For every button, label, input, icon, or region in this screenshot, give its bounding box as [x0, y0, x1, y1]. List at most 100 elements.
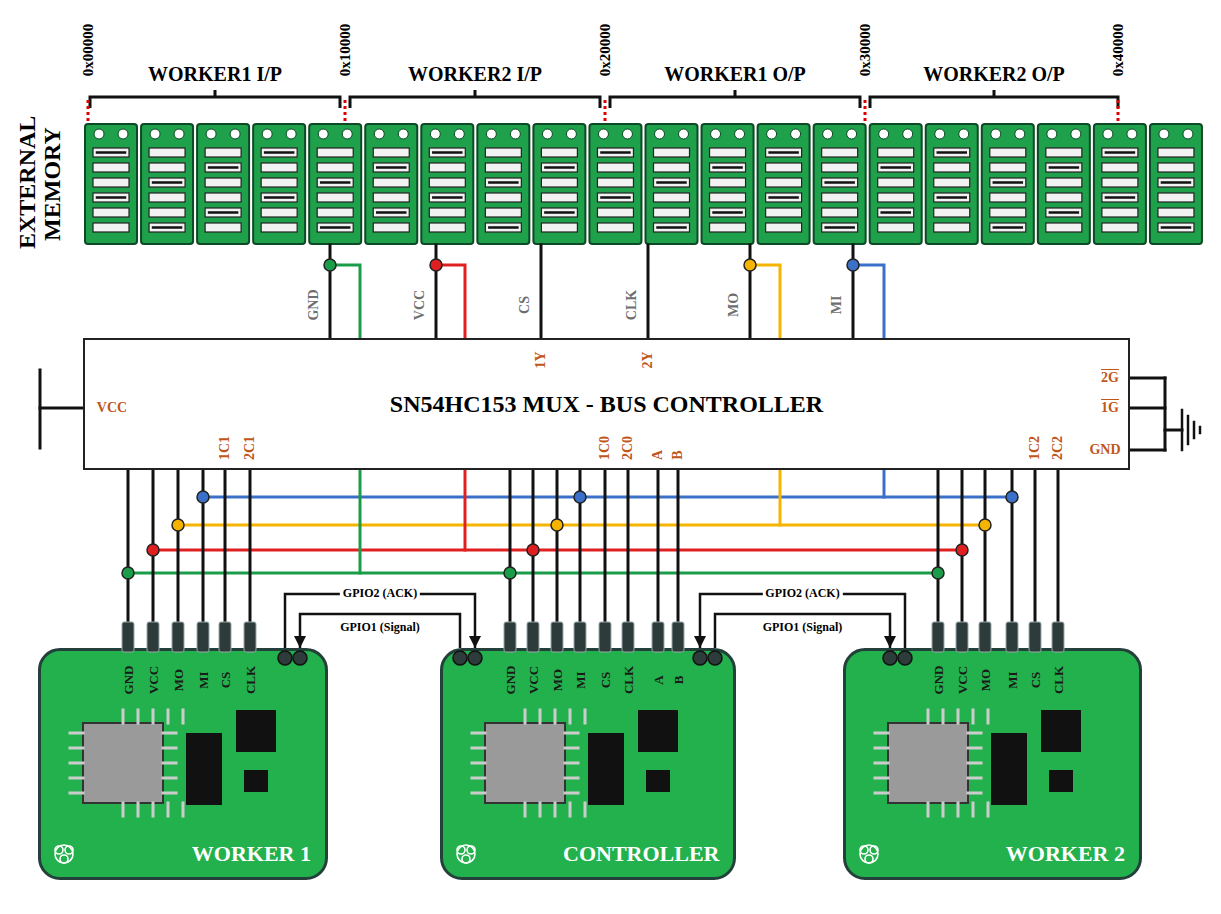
chip-slot [1046, 208, 1082, 217]
pin-header [622, 622, 634, 652]
pin-header [1006, 622, 1018, 652]
pin-name: CS [1029, 672, 1042, 689]
chip-pin [524, 803, 527, 816]
chip-pin [569, 710, 572, 723]
connector-label: GPIO1 (Signal) [760, 621, 846, 634]
gpio-pin [278, 651, 292, 665]
chip-slot [1158, 148, 1194, 157]
region-label: WORKER2 O/P [923, 64, 1065, 84]
chip-notch [823, 129, 833, 139]
chip-notch [206, 129, 216, 139]
junction-dot [574, 491, 586, 503]
memory-wire [647, 245, 650, 338]
memory-chip [253, 124, 305, 244]
pin-header [652, 622, 664, 652]
chip-slot [597, 193, 633, 202]
chip-notch [847, 129, 857, 139]
chip-slot [822, 193, 858, 202]
chip-slot [261, 193, 297, 202]
chip-slot [205, 193, 241, 202]
chip-pin [875, 762, 888, 765]
chip-slot [93, 208, 129, 217]
logo-part [462, 855, 470, 863]
chip-slot [822, 223, 858, 232]
chip-slot [261, 148, 297, 157]
junction-dot [504, 567, 516, 579]
chip-slot-line [489, 181, 517, 184]
memory-chip [814, 124, 866, 244]
chip-slot-line [658, 181, 686, 184]
chip-pin [70, 792, 83, 795]
memory-chip [702, 124, 754, 244]
gpio-pin [468, 651, 482, 665]
pin-name: MI [1006, 671, 1019, 688]
chip-slot [373, 223, 409, 232]
pin-name: CLK [1052, 666, 1065, 694]
chip-slot-line [826, 226, 854, 229]
chip-pin [472, 762, 485, 765]
board-name: WORKER 2 [1006, 841, 1125, 867]
board-component [236, 710, 276, 752]
address-tick [1117, 100, 1120, 121]
chip-slot [878, 223, 914, 232]
chip-slot [373, 163, 409, 172]
chip-pin [554, 803, 557, 816]
chip-pin [472, 732, 485, 735]
chip-slot-line [1050, 166, 1078, 169]
address-tick [87, 100, 90, 121]
pin-name: MO [172, 669, 185, 691]
chip-pin [122, 803, 125, 816]
chip-slot [1158, 163, 1194, 172]
chip-slot-line [433, 196, 461, 199]
ground-wire [1130, 449, 1165, 452]
pin-name: 1G [1101, 401, 1119, 415]
chip-slot-line [545, 166, 573, 169]
gpio-connector [700, 594, 905, 648]
chip-pin [70, 777, 83, 780]
chip-slot-line [377, 166, 405, 169]
chip-slot [429, 193, 465, 202]
gpio-pin [883, 651, 897, 665]
junction-dot [122, 567, 134, 579]
processor-chip [83, 723, 163, 803]
chip-slot [766, 163, 802, 172]
pin-name: 2G [1101, 371, 1119, 385]
chip-pin [565, 792, 578, 795]
chip-pin [927, 710, 930, 723]
chip-slot-line [714, 211, 742, 214]
chip-slot [1158, 223, 1194, 232]
memory-chip [421, 124, 473, 244]
chip-slot [373, 208, 409, 217]
chip-slot-line [265, 196, 293, 199]
chip-notch [118, 129, 128, 139]
chip-notch [94, 129, 104, 139]
chip-slot-line [882, 211, 910, 214]
chip-pin [554, 710, 557, 723]
memory-bus-wire [750, 265, 780, 338]
board-component [1049, 770, 1073, 792]
chip-slot [429, 208, 465, 217]
chip-slot [990, 148, 1026, 157]
gpio-connector [285, 594, 475, 648]
chip-slot-line [938, 196, 966, 199]
chip-slot-line [1050, 211, 1078, 214]
chip-pin [968, 762, 981, 765]
chip-notch [150, 129, 160, 139]
chip-pin [927, 803, 930, 816]
chip-pin [472, 747, 485, 750]
chip-slot [934, 178, 970, 187]
chip-slot [93, 178, 129, 187]
pin-name: GND [504, 666, 517, 695]
chip-slot [878, 148, 914, 157]
chip-slot [766, 223, 802, 232]
bus-vcc [464, 470, 467, 550]
chip-notch [735, 129, 745, 139]
logo-part [60, 855, 68, 863]
gpio-connector [715, 614, 890, 648]
memory-bus-wire [436, 265, 465, 338]
junction-dot [932, 567, 944, 579]
region-bracket [870, 90, 1118, 108]
memory-chip [1150, 124, 1202, 244]
region-label: WORKER1 I/P [148, 64, 282, 84]
chip-slot [654, 163, 690, 172]
